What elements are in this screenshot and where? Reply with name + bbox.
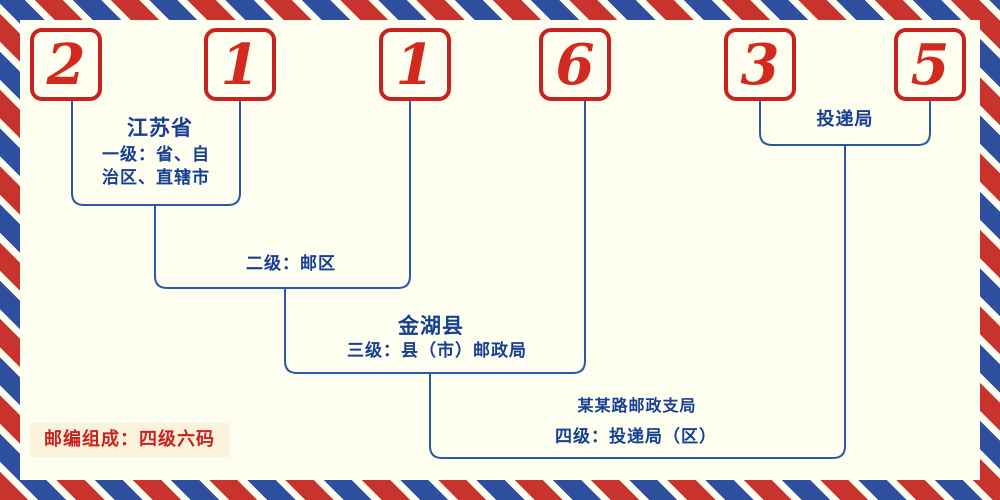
label-province-name: 江苏省 [127, 116, 193, 140]
label-level1-description-line1: 一级：省、自 [102, 145, 210, 165]
label-level2-description: 二级：邮区 [246, 254, 336, 274]
label-level1-description-line2: 治区、直辖市 [102, 168, 210, 188]
digit-4: 6 [555, 31, 595, 98]
digit-5: 3 [740, 31, 780, 98]
envelope-body [20, 20, 980, 480]
digit-1: 2 [46, 31, 86, 98]
digit-2: 1 [220, 31, 260, 98]
label-level3-description: 三级：县（市）邮政局 [347, 341, 527, 361]
label-level4-description: 四级：投递局（区） [555, 427, 717, 447]
label-branch-office-name: 某某路邮政支局 [577, 396, 697, 415]
digit-box-1: 2 [30, 28, 102, 101]
footer-composition-note: 邮编组成：四级六码 [30, 423, 229, 457]
digit-6: 5 [910, 31, 950, 98]
digit-box-6: 5 [894, 28, 966, 101]
digit-box-4: 6 [539, 28, 611, 101]
digit-box-5: 3 [724, 28, 796, 101]
digit-box-3: 1 [379, 28, 451, 101]
label-county-name: 金湖县 [398, 314, 464, 338]
digit-3: 1 [395, 31, 435, 98]
label-delivery-office: 投递局 [816, 109, 874, 130]
digit-box-2: 1 [204, 28, 276, 101]
